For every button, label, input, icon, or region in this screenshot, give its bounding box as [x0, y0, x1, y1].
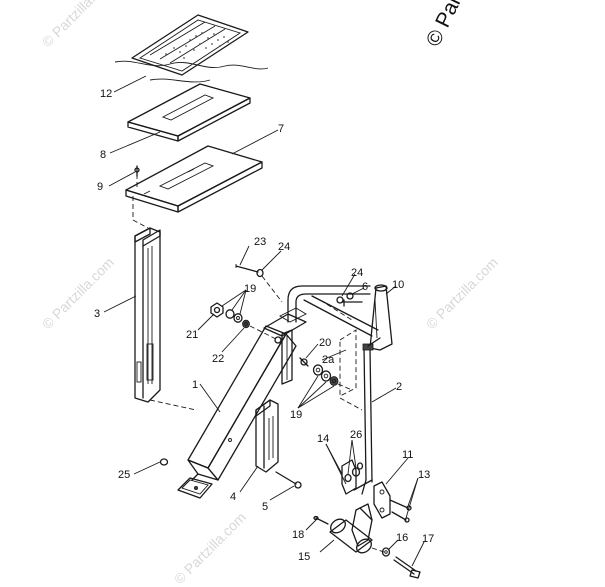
- callout-14: 14: [317, 433, 329, 445]
- part-25-washer: [159, 458, 169, 466]
- callout-11: 11: [402, 449, 413, 461]
- part-2a-bracket: [319, 299, 363, 411]
- part-18-pin: [313, 515, 329, 525]
- hardware-cluster-left: [210, 302, 250, 329]
- hardware-upper-right: [336, 292, 354, 304]
- guide-7-to-3: [132, 196, 149, 229]
- watermark-top-left: © Partzilla.com: [39, 0, 117, 50]
- part-12-pad: [114, 14, 269, 83]
- part-15-roller: [329, 503, 373, 554]
- callout-2: 2: [396, 381, 402, 393]
- callout-4: 4: [230, 491, 236, 503]
- callout-6: 6: [362, 281, 368, 293]
- part-4-bracket: [255, 399, 279, 473]
- callout-3: 3: [94, 308, 100, 320]
- callout-21: 21: [186, 329, 198, 341]
- callout-13: 13: [418, 469, 430, 481]
- part-9-pin: [134, 165, 140, 177]
- guide-3-to-1: [149, 399, 197, 411]
- callout-2a: 2a: [322, 354, 335, 366]
- callout-8: 8: [100, 149, 106, 161]
- part-10-grip: [369, 284, 393, 351]
- copyright-mark: © Partzilla: [422, 0, 485, 50]
- callout-18: 18: [292, 529, 304, 541]
- callout-5: 5: [262, 501, 268, 513]
- callout-22: 22: [212, 353, 224, 365]
- callout-19-lower: 19: [290, 409, 302, 421]
- callout-10: 10: [392, 279, 404, 291]
- callout-24-right: 24: [351, 267, 363, 279]
- part-7-base-plate: [125, 145, 263, 213]
- leader-lines: [103, 75, 425, 567]
- callout-16: 16: [396, 532, 408, 544]
- callout-15: 15: [298, 551, 310, 563]
- part-5-bolt: [275, 471, 302, 489]
- callout-9: 9: [97, 181, 103, 193]
- callout-1: 1: [192, 379, 198, 391]
- part-8-plate: [127, 83, 251, 142]
- part-13-pins: [389, 499, 412, 523]
- callout-25: 25: [118, 469, 130, 481]
- part-11-link: [373, 481, 391, 519]
- guide-hardware-mid: [337, 383, 353, 391]
- callout-19: 19: [244, 283, 256, 295]
- hardware-clevis: [341, 459, 373, 495]
- callout-26: 26: [350, 429, 362, 441]
- callout-17: 17: [422, 533, 434, 545]
- callout-23: 23: [254, 236, 266, 248]
- watermark-mid-left: © Partzilla.com: [39, 254, 117, 332]
- watermark-mid-right: © Partzilla.com: [423, 254, 501, 332]
- watermark-bottom-center: © Partzilla.com: [171, 509, 249, 587]
- handle-bar: [281, 285, 379, 385]
- part-3-post: [134, 227, 161, 403]
- guide-bolt-23: [261, 275, 283, 303]
- part-23-bolt: [235, 264, 264, 278]
- callout-7: 7: [278, 123, 284, 135]
- callout-20: 20: [319, 337, 331, 349]
- part-1-main-tube: [177, 307, 307, 499]
- guide-hardware-left: [249, 325, 279, 341]
- callout-24: 24: [278, 241, 290, 253]
- part-17-bolt: [393, 556, 421, 579]
- guide-bolt-17: [371, 547, 385, 553]
- callout-12: 12: [100, 88, 112, 100]
- callout-numbers: 12 8 7 9 3 23 24 19 21 22 24 6 10 20 2a …: [94, 88, 434, 563]
- part-16-washer: [381, 547, 391, 557]
- hardware-cluster-mid: [299, 357, 339, 386]
- part-2-rod: [362, 337, 381, 483]
